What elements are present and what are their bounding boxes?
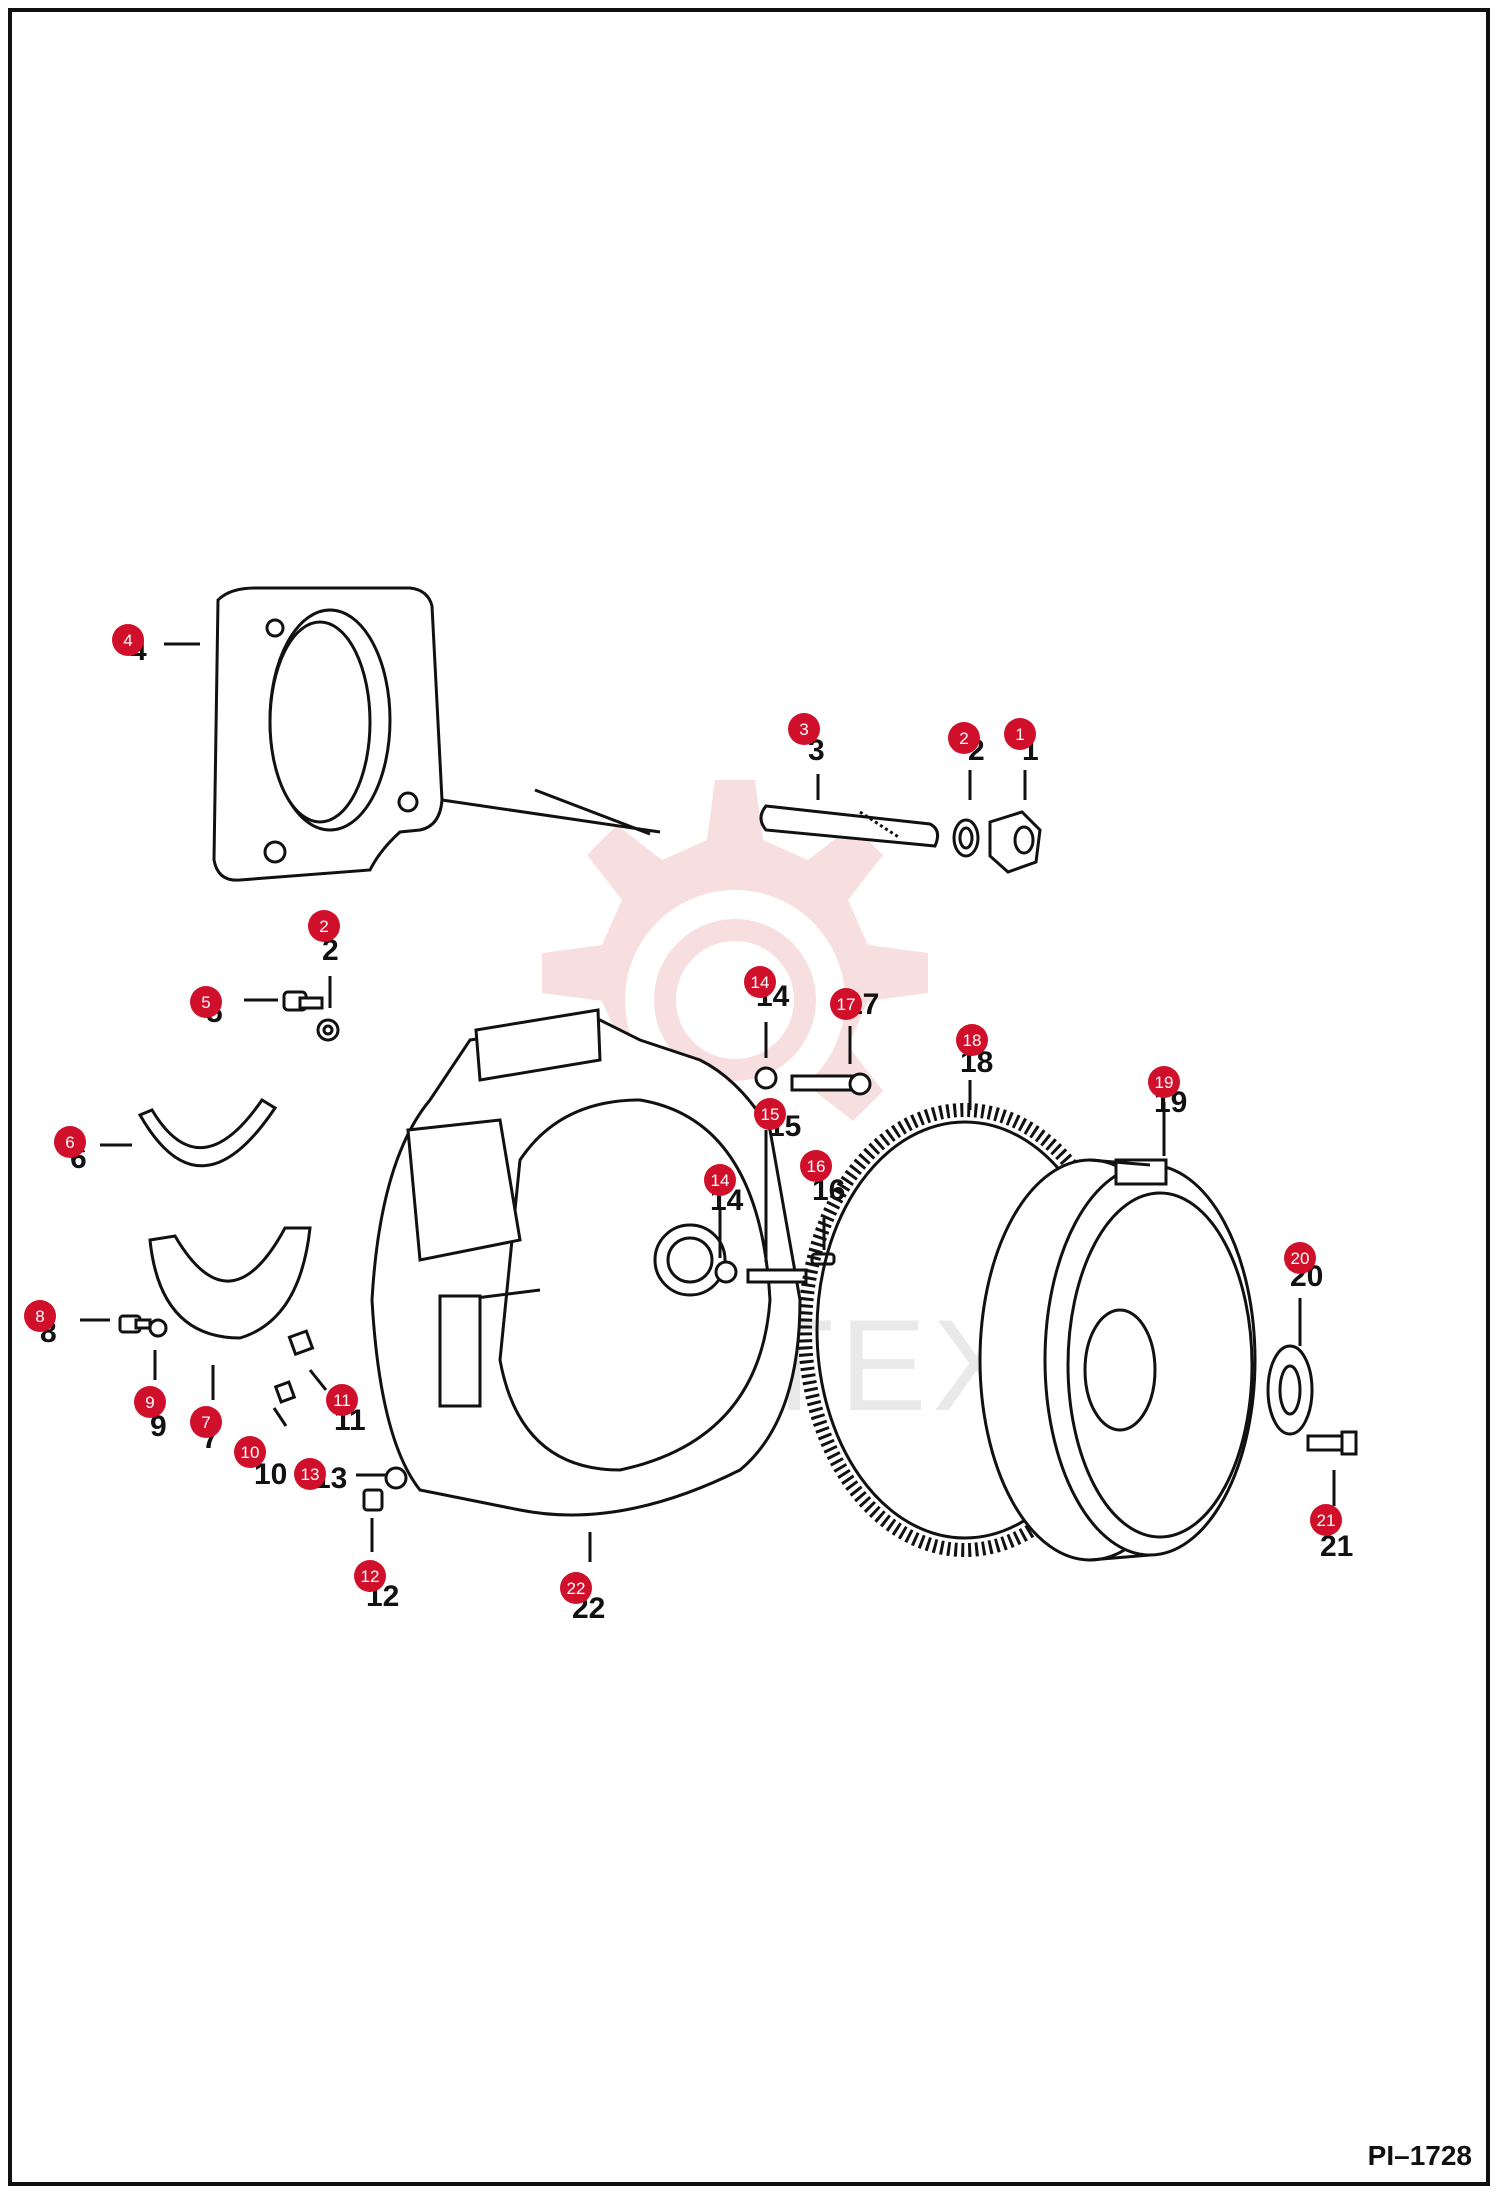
svg-text:22: 22 [567,1579,586,1598]
svg-text:20: 20 [1291,1249,1310,1268]
svg-text:6: 6 [65,1133,74,1152]
svg-text:9: 9 [145,1393,154,1412]
svg-text:12: 12 [361,1567,380,1586]
callout-marker-2[interactable]: 2 [948,722,980,754]
svg-text:16: 16 [807,1157,826,1176]
callout-marker-14b[interactable]: 14 [704,1164,736,1196]
bolt-part-5 [282,990,324,1012]
plug-part-10 [273,1380,297,1404]
washer-part-2b [316,1018,340,1042]
stud-part-3 [759,804,940,848]
nut-part-1 [988,810,1042,874]
callout-marker-17[interactable]: 17 [830,988,862,1020]
callout-marker-1[interactable]: 1 [1004,718,1036,750]
svg-text:13: 13 [301,1465,320,1484]
callout-marker-11[interactable]: 11 [326,1384,358,1416]
svg-text:2: 2 [319,917,328,936]
flywheel-housing-part-22 [370,1008,802,1517]
dowel-part-16 [810,1252,836,1266]
svg-text:10: 10 [241,1443,260,1462]
retainer-part-7 [148,1226,312,1340]
washer-part-13 [384,1466,408,1490]
callout-marker-6[interactable]: 6 [54,1126,86,1158]
callout-marker-7[interactable]: 7 [190,1406,222,1438]
callout-marker-19[interactable]: 19 [1148,1066,1180,1098]
svg-text:14: 14 [711,1171,730,1190]
callout-marker-22[interactable]: 22 [560,1572,592,1604]
stud-part-15 [746,1268,808,1284]
callout-marker-13[interactable]: 13 [294,1458,326,1490]
callout-marker-15[interactable]: 15 [754,1098,786,1130]
callout-marker-14a[interactable]: 14 [744,966,776,998]
svg-text:18: 18 [963,1031,982,1050]
callout-marker-3[interactable]: 3 [788,713,820,745]
callout-marker-8[interactable]: 8 [24,1300,56,1332]
bolt-part-8 [118,1314,152,1334]
bolt-part-21 [1306,1430,1358,1456]
svg-text:5: 5 [201,993,210,1012]
bolt-part-17 [790,1072,872,1096]
svg-text:8: 8 [35,1307,44,1326]
washer-part-9 [148,1318,168,1338]
callout-marker-12[interactable]: 12 [354,1560,386,1592]
svg-text:4: 4 [123,631,132,650]
callout-marker-5[interactable]: 5 [190,986,222,1018]
callout-marker-16[interactable]: 16 [800,1150,832,1182]
adapter-plate-part-4 [212,586,661,882]
plug-part-11 [287,1329,315,1357]
svg-text:14: 14 [751,973,770,992]
callout-marker-21[interactable]: 21 [1310,1504,1342,1536]
callout-marker-2b[interactable]: 2 [308,910,340,942]
seal-part-6 [137,1097,278,1168]
svg-text:21: 21 [1317,1511,1336,1530]
part-label-9: 9 [150,1410,167,1443]
svg-text:7: 7 [201,1413,210,1432]
drawing-number: PI–1728 [1367,2140,1472,2171]
callout-markers: 1 2 3 4 2 5 6 7 8 9 10 11 12 13 14 14 15… [24,624,1342,1604]
svg-text:11: 11 [333,1391,351,1410]
callout-marker-9[interactable]: 9 [134,1386,166,1418]
svg-text:1: 1 [1015,725,1024,744]
callout-marker-20[interactable]: 20 [1284,1242,1316,1274]
plate-part-20 [1266,1344,1314,1436]
plug-part-12 [362,1488,384,1512]
callout-marker-18[interactable]: 18 [956,1024,988,1056]
part-label-2b: 2 [322,934,339,967]
washer-part-14 [714,1066,778,1284]
svg-text:19: 19 [1155,1073,1174,1092]
svg-text:17: 17 [837,995,856,1014]
svg-text:3: 3 [799,720,808,739]
svg-text:2: 2 [959,729,968,748]
flywheel-part-19 [978,1158,1257,1562]
leader-lines [80,642,1336,1562]
callout-marker-4[interactable]: 4 [112,624,144,656]
svg-text:15: 15 [761,1105,780,1124]
washer-part-2 [952,818,980,858]
callout-marker-10[interactable]: 10 [234,1436,266,1468]
